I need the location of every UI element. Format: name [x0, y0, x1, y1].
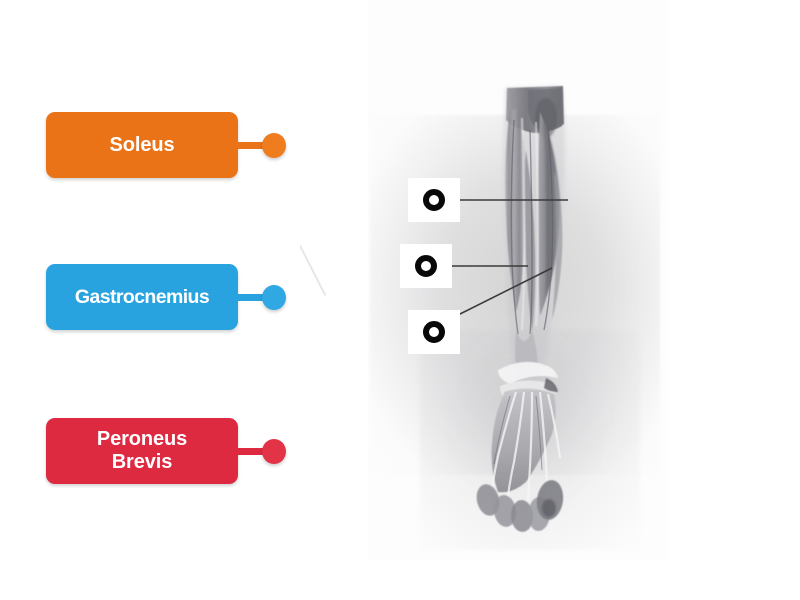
ring-marker-icon	[423, 189, 445, 211]
connector-soleus	[234, 132, 286, 158]
label-card-soleus[interactable]: Soleus	[46, 112, 238, 178]
draggable-label-soleus[interactable]: Soleus	[46, 112, 286, 178]
ring-marker-icon	[423, 321, 445, 343]
connector-dot-peroneus-brevis[interactable]	[262, 438, 286, 464]
diagram-panel	[300, 0, 800, 600]
connector-dot-soleus[interactable]	[262, 132, 286, 158]
drop-target-3[interactable]	[408, 310, 460, 354]
peroneus-group	[552, 170, 563, 320]
connector-stem-soleus	[234, 141, 267, 149]
connector-gastrocnemius	[234, 284, 286, 310]
connector-stem-gastrocnemius	[234, 293, 267, 301]
diagram-image	[300, 0, 800, 600]
connector-peroneus-brevis	[234, 438, 286, 464]
ankle-retinaculum	[498, 361, 558, 384]
label-text-gastrocnemius: Gastrocnemius	[74, 285, 210, 308]
drop-target-2[interactable]	[400, 244, 452, 288]
lateral-malleolus-shadow	[544, 378, 558, 392]
tendon-highlights	[521, 117, 540, 331]
soleus-belly	[525, 150, 536, 332]
toes	[476, 480, 564, 532]
toe-3	[510, 500, 534, 532]
drop-target-1[interactable]	[408, 178, 460, 222]
label-card-gastrocnemius[interactable]: Gastrocnemius	[46, 264, 238, 330]
connector-stem-peroneus-brevis	[234, 447, 267, 455]
toe-4	[493, 495, 517, 527]
label-text-peroneus-brevis-line1: Peroneus	[96, 428, 188, 451]
hallux-nail-shadow	[542, 499, 556, 517]
draggable-label-peroneus-brevis[interactable]: Peroneus Brevis	[46, 418, 286, 484]
label-card-peroneus-brevis[interactable]: Peroneus Brevis	[46, 418, 238, 484]
label-text-peroneus-brevis-line2: Brevis	[111, 451, 173, 473]
foot-dorsum	[491, 388, 556, 493]
label-column: Soleus Gastrocnemius Peroneus Brevis	[0, 0, 300, 600]
toe-5	[476, 484, 500, 516]
achilles-region	[515, 330, 538, 368]
connector-dot-gastrocnemius[interactable]	[262, 284, 286, 310]
muscle-contour-lines	[510, 119, 554, 335]
draggable-label-gastrocnemius[interactable]: Gastrocnemius	[46, 264, 286, 330]
ring-marker-icon	[415, 255, 437, 277]
label-text-soleus: Soleus	[109, 133, 175, 156]
anatomy-illustration	[422, 86, 568, 532]
gastrocnemius-medial-head	[505, 108, 525, 312]
foot-contour-lines	[493, 395, 543, 471]
